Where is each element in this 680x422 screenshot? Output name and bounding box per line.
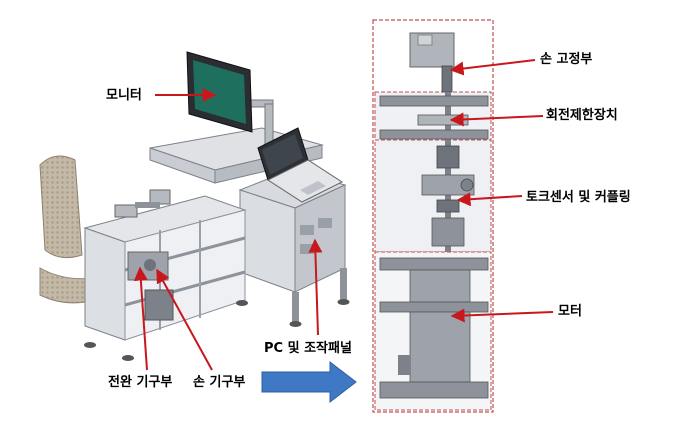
motor-pointer-line [450,308,554,323]
torque-sensor-coupling-label: 토크센서 및 커플링 [526,190,631,205]
rotation-limiter-label: 회전제한장치 [546,108,618,123]
exploded-view [372,19,494,413]
forearm-frame [83,189,248,361]
torque-sensor-pointer-line [456,192,523,207]
right-arrow-icon [261,360,357,404]
pc-panel-label: PC 및 조작패널 [264,341,352,356]
motor-label: 모터 [558,304,582,319]
monitor-icon [186,51,274,150]
hand-fixture-label: 손 기구부 [193,375,246,390]
hand-pointer-line [156,268,213,371]
hand-fixing-pointer-line [449,59,536,76]
hand-fixing-label: 손 고정부 [540,52,593,67]
pc-panel-pointer-line [308,238,323,336]
forearm-fixture-label: 전완 기구부 [108,375,173,390]
rotation-limiter-pointer-line [449,112,544,127]
forearm-pointer-line [133,266,148,371]
monitor-label: 모니터 [106,88,142,103]
laptop-icon [257,127,344,203]
